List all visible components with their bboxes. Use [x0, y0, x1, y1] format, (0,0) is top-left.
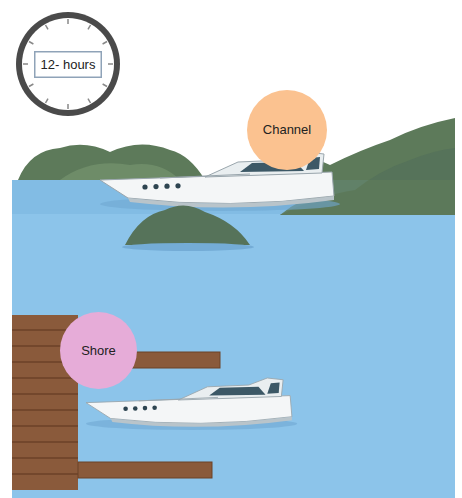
label-circle: Channel [247, 90, 327, 170]
label-box: 12- hours [34, 51, 102, 78]
node-shape [60, 312, 137, 389]
node-label: Shore [81, 343, 116, 359]
node-label: 12- hours [41, 57, 96, 73]
node-shape [247, 90, 327, 170]
node-label: Channel [263, 122, 311, 138]
label-circle: Shore [60, 312, 137, 389]
node-shape [35, 52, 102, 78]
